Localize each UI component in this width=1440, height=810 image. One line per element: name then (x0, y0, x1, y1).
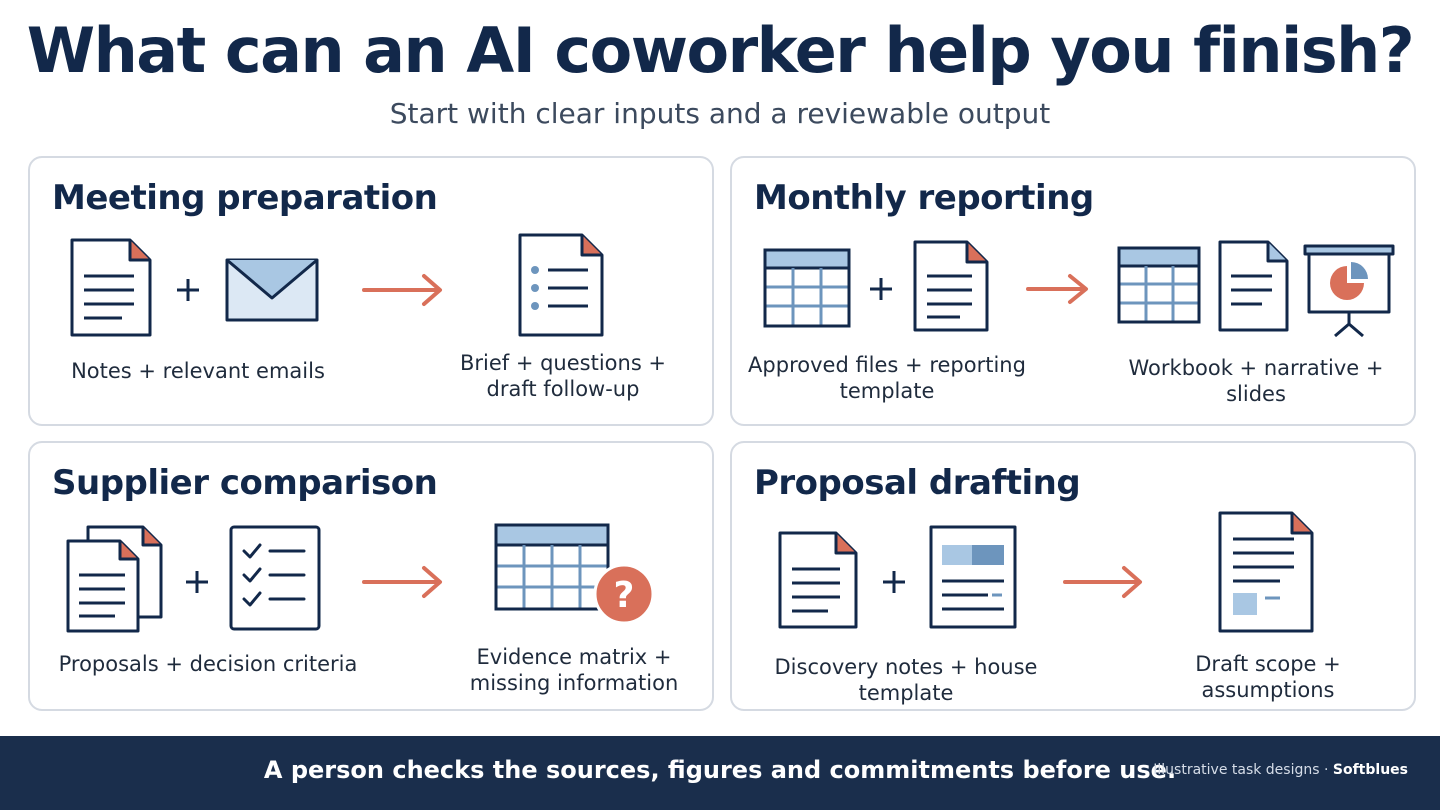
stacked-documents-icon (66, 525, 163, 633)
page-title: What can an AI coworker help you finish? (26, 14, 1415, 87)
document-icon (1218, 240, 1289, 332)
footer-bar: A person checks the sources, figures and… (0, 736, 1440, 810)
output-label: Workbook + narrative + slides (1128, 356, 1384, 406)
output-label: Evidence matrix + missing information (469, 645, 679, 695)
output-label: Draft scope + assumptions (1195, 652, 1341, 702)
plus-icon (883, 571, 905, 593)
card-title: Supplier comparison (52, 463, 438, 503)
card-proposal-drafting: Proposal drafting (730, 441, 1416, 711)
envelope-icon (225, 258, 319, 322)
card-title: Proposal drafting (754, 463, 1081, 503)
card-meeting-preparation: Meeting preparation (28, 156, 714, 426)
input-label: Notes + relevant emails (71, 359, 325, 383)
input-label: Approved files + reporting template (748, 353, 1026, 403)
template-icon (929, 525, 1017, 629)
draft-document-icon (1218, 511, 1314, 633)
arrow-right-icon (362, 274, 442, 306)
input-label: Proposals + decision criteria (58, 652, 358, 676)
presentation-board-icon (1303, 244, 1395, 338)
footer-message: A person checks the sources, figures and… (263, 756, 1177, 784)
arrow-right-icon (1063, 566, 1142, 598)
arrow-right-icon (362, 566, 442, 598)
spreadsheet-icon (1117, 246, 1201, 324)
spreadsheet-icon (763, 248, 851, 328)
matrix-icon (494, 523, 610, 611)
card-supplier-comparison: Supplier comparison (28, 441, 714, 711)
bulleted-list-document-icon (518, 233, 604, 337)
output-label: Brief + questions + draft follow-up (459, 351, 667, 401)
card-monthly-reporting: Monthly reporting (730, 156, 1416, 426)
card-illustration (70, 233, 604, 337)
document-icon (70, 238, 152, 337)
document-icon (778, 531, 858, 629)
checklist-icon (229, 525, 321, 631)
question-icon: ? (593, 563, 655, 625)
plus-icon (870, 278, 892, 300)
footer-credit-text: Illustrative task designs · (1153, 762, 1333, 778)
arrow-right-icon (1026, 274, 1088, 304)
plus-icon (177, 279, 199, 301)
card-title: Monthly reporting (754, 178, 1094, 218)
card-title: Meeting preparation (52, 178, 438, 218)
card-illustration (778, 511, 1314, 633)
plus-icon (186, 571, 208, 593)
footer-credit: Illustrative task designs · Softblues (1153, 762, 1408, 778)
card-illustration: ? (66, 523, 655, 633)
document-icon (913, 240, 989, 332)
footer-brand: Softblues (1332, 762, 1408, 778)
page-subtitle: Start with clear inputs and a reviewable… (389, 97, 1051, 130)
input-label: Discovery notes + house template (774, 655, 1038, 705)
card-illustration (763, 240, 1395, 338)
svg-text:?: ? (614, 575, 635, 616)
